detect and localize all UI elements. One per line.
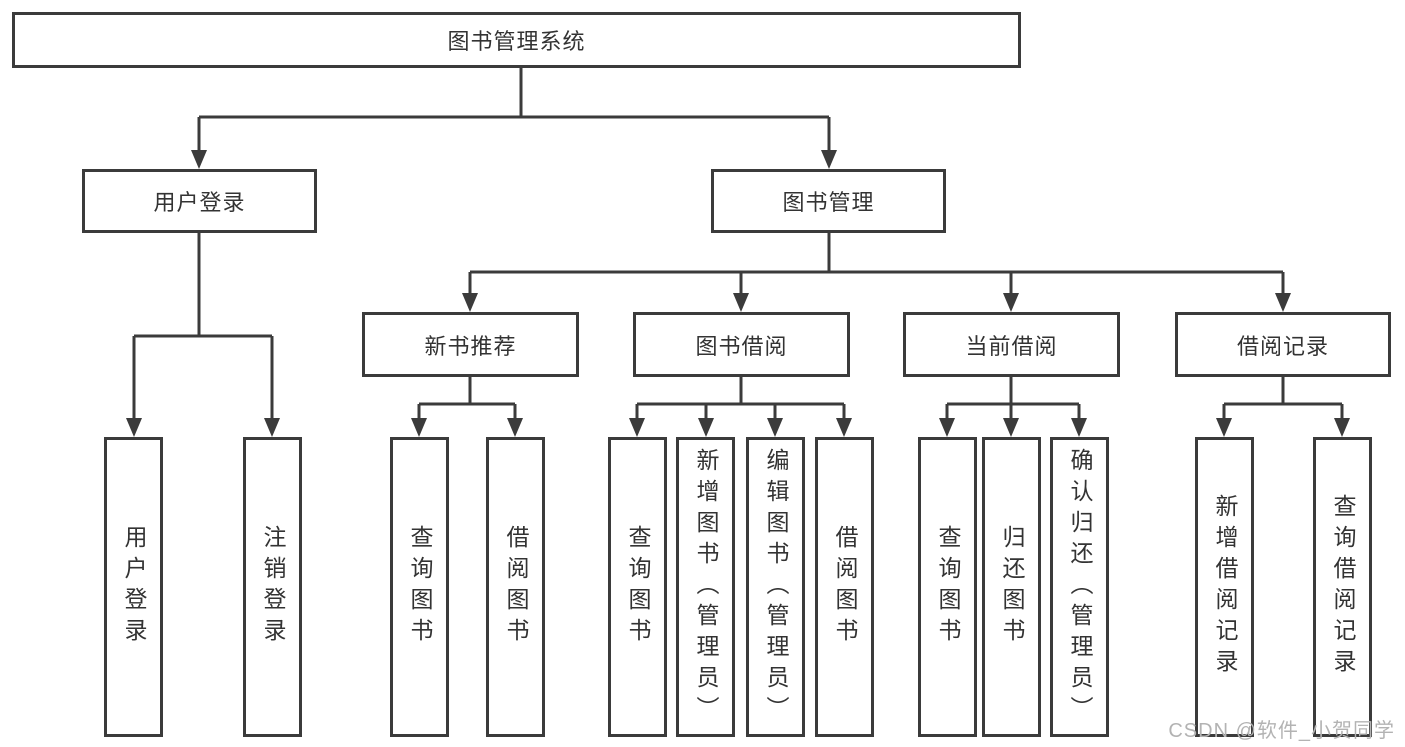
leaf-query-borrow-record-label: 查询借阅记录 (1330, 494, 1356, 680)
leaf-add-borrow-record-label: 新增借阅记录 (1212, 494, 1238, 680)
node-new-book-recommend: 新书推荐 (362, 312, 579, 377)
leaf-logout-label: 注销登录 (260, 525, 286, 649)
leaf-query-books-recommend: 查询图书 (390, 437, 449, 737)
node-user-login: 用户登录 (82, 169, 317, 233)
connector-borrow-records-to-leaves (1216, 377, 1350, 437)
leaf-add-books-admin: 新增图书（管理员） (676, 437, 735, 737)
leaf-confirm-return-admin: 确认归还（管理员） (1050, 437, 1109, 737)
leaf-return-books: 归还图书 (982, 437, 1041, 737)
node-root-label: 图书管理系统 (447, 29, 586, 54)
node-root: 图书管理系统 (12, 12, 1021, 68)
connector-user-login-to-leaves (126, 233, 280, 437)
leaf-return-books-label: 归还图书 (999, 525, 1025, 649)
connector-new-book-recommend-to-leaves (411, 377, 523, 437)
node-borrow-records: 借阅记录 (1175, 312, 1391, 377)
node-current-borrow-label: 当前借阅 (965, 333, 1058, 359)
node-user-login-label: 用户登录 (153, 190, 246, 215)
leaf-user-login: 用户登录 (104, 437, 163, 737)
leaf-query-books-borrow: 查询图书 (608, 437, 667, 737)
node-book-mgmt: 图书管理 (711, 169, 946, 233)
leaf-borrow-books-recommend-label: 借阅图书 (503, 525, 529, 649)
node-borrow-records-label: 借阅记录 (1236, 333, 1329, 359)
node-book-mgmt-label: 图书管理 (782, 190, 875, 215)
leaf-query-books-current-label: 查询图书 (935, 525, 961, 649)
leaf-edit-books-admin-label: 编辑图书（管理员） (763, 447, 789, 727)
leaf-edit-books-admin: 编辑图书（管理员） (746, 437, 805, 737)
leaf-query-books-borrow-label: 查询图书 (625, 525, 651, 649)
leaf-borrow-books-recommend: 借阅图书 (486, 437, 545, 737)
leaf-borrow-books: 借阅图书 (815, 437, 874, 737)
csdn-watermark: CSDN @软件_小贺同学 (1168, 720, 1395, 742)
connector-root-to-level1 (191, 68, 837, 169)
leaf-user-login-label: 用户登录 (121, 525, 147, 649)
node-new-book-recommend-label: 新书推荐 (424, 333, 517, 359)
leaf-confirm-return-admin-label: 确认归还（管理员） (1067, 447, 1093, 727)
node-current-borrow: 当前借阅 (903, 312, 1120, 377)
node-book-borrow: 图书借阅 (633, 312, 850, 377)
node-book-borrow-label: 图书借阅 (695, 333, 788, 359)
leaf-query-books-current: 查询图书 (918, 437, 977, 737)
connector-book-mgmt-to-level2 (462, 233, 1291, 312)
leaf-add-books-admin-label: 新增图书（管理员） (693, 447, 719, 727)
leaf-borrow-books-label: 借阅图书 (832, 525, 858, 649)
connector-book-borrow-to-leaves (629, 377, 852, 437)
leaf-add-borrow-record: 新增借阅记录 (1195, 437, 1254, 737)
leaf-logout: 注销登录 (243, 437, 302, 737)
connector-current-borrow-to-leaves (939, 377, 1087, 437)
leaf-query-books-recommend-label: 查询图书 (407, 525, 433, 649)
leaf-query-borrow-record: 查询借阅记录 (1313, 437, 1372, 737)
